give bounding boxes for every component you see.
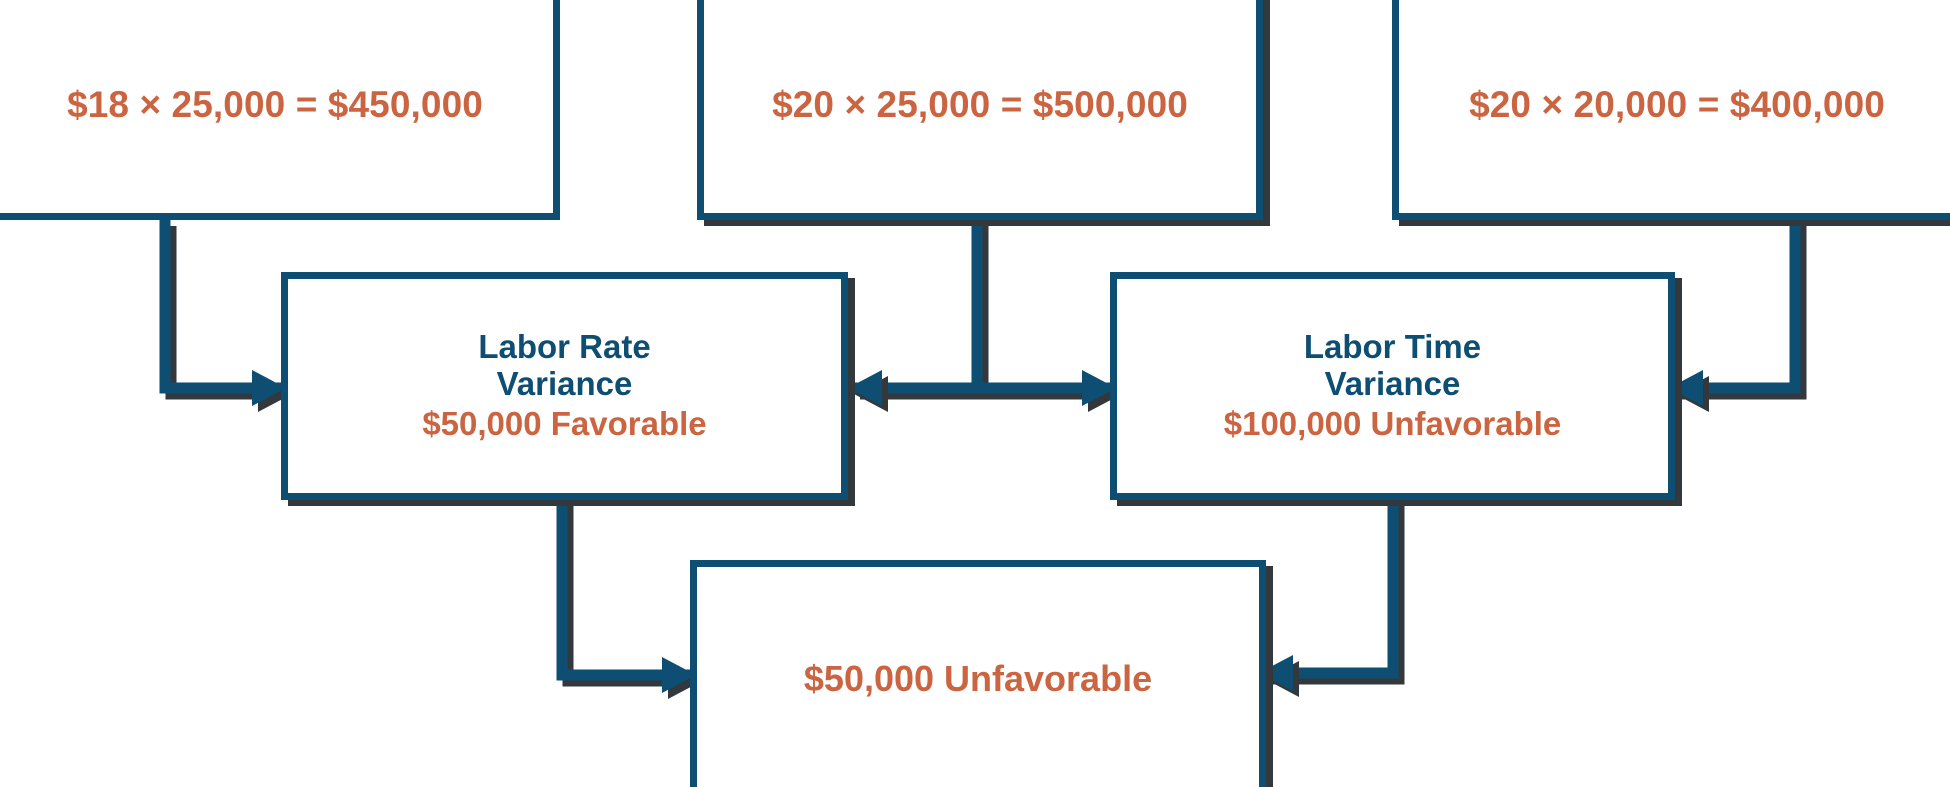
box-standard-cost[interactable]: $20 × 20,000 = $400,000 [1392, 0, 1950, 220]
arrowhead-into-total-right [1259, 655, 1293, 691]
box-actual-cost[interactable]: $18 × 25,000 = $450,000 [0, 0, 560, 220]
labor-rate-variance-title-line-2: Variance [496, 364, 633, 402]
labor-time-variance-title-line-1: Labor Time [1303, 327, 1482, 365]
arrowhead-into-total-left [662, 657, 696, 693]
connector-shadow-4 [1681, 226, 1807, 400]
standard-rate-actual-hours-formula: $20 × 25,000 = $500,000 [772, 84, 1188, 125]
box-total-labor-variance[interactable]: $50,000 Unfavorable [690, 560, 1266, 787]
total-labor-variance-amount: $50,000 Unfavorable [803, 657, 1153, 699]
box-standard-rate-actual-hours[interactable]: $20 × 25,000 = $500,000 [697, 0, 1263, 220]
connector-rate-to-total [556, 500, 690, 681]
connector-time-to-total [1265, 500, 1399, 679]
connector-shadow-5 [562, 506, 696, 687]
box-labor-time-variance[interactable]: Labor Time Variance $100,000 Unfavorable [1110, 272, 1675, 500]
arrowhead-into-time-right [1669, 370, 1703, 406]
box-labor-rate-variance[interactable]: Labor Rate Variance $50,000 Favorable [281, 272, 848, 500]
connector-actual-to-rate [159, 220, 281, 394]
arrowheads [252, 370, 1703, 693]
labor-time-variance-amount: $100,000 Unfavorable [1223, 405, 1562, 443]
arrowhead-into-rate-right [848, 370, 882, 406]
arrowhead-into-rate-left [252, 370, 286, 406]
labor-rate-variance-amount: $50,000 Favorable [422, 405, 707, 443]
labor-rate-variance-title-line-1: Labor Rate [478, 327, 651, 365]
standard-cost-formula: $20 × 20,000 = $400,000 [1469, 84, 1885, 125]
connector-standard-to-time [1675, 220, 1801, 394]
connector-shadow-6 [1271, 506, 1405, 685]
connector-shadow-1 [165, 226, 286, 400]
arrowhead-into-time-left [1082, 370, 1116, 406]
actual-cost-formula: $18 × 25,000 = $450,000 [67, 84, 483, 125]
labor-time-variance-title-line-2: Variance [1324, 364, 1461, 402]
